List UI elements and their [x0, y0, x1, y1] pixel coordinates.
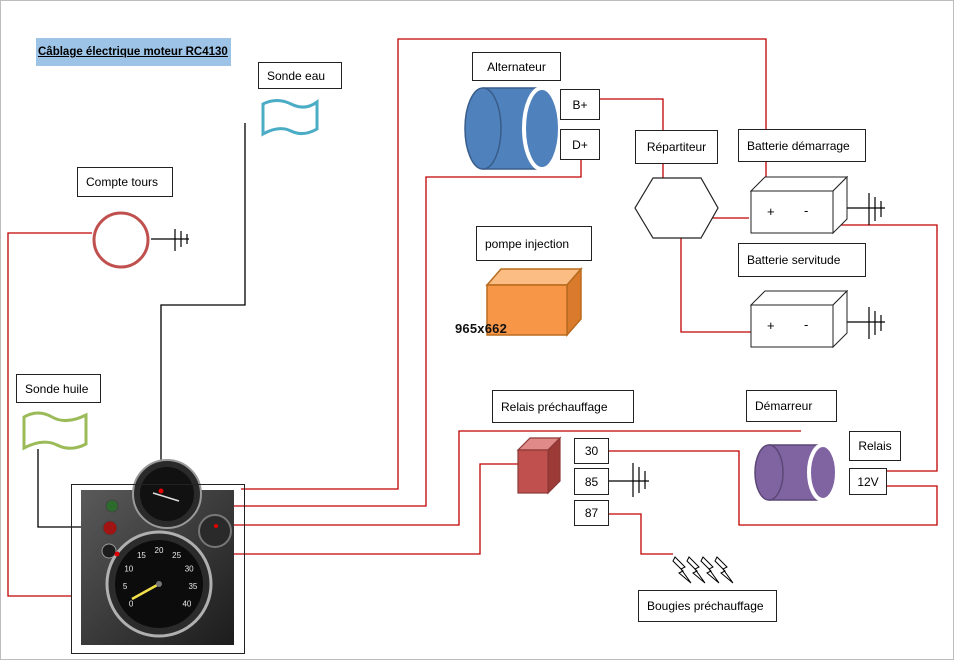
ground-symbol — [847, 193, 885, 225]
pompe-injection-cube — [485, 267, 583, 337]
wire-rep-batt-serv — [680, 218, 769, 333]
terminal-85: 85 — [574, 468, 609, 495]
ground-symbol — [151, 229, 189, 251]
sonde-eau-flag — [261, 99, 319, 137]
watermark-size: 965x662 — [455, 321, 508, 336]
battery-servitude-minus: - — [804, 317, 809, 332]
wire-compte-tours — [7, 232, 92, 597]
starter-cylinder — [754, 443, 839, 502]
relais-prechauffage-cube — [516, 436, 562, 495]
tacho-tick-label: 10 — [124, 564, 133, 573]
label-sonde-huile: Sonde huile — [16, 374, 101, 403]
compte-tours-ring — [92, 211, 150, 269]
wire-relay-coil — [113, 463, 519, 555]
tacho-tick-label: 30 — [185, 564, 194, 573]
tacho-tick-label: 40 — [182, 600, 191, 609]
tacho-tick-label: 20 — [155, 546, 164, 555]
page-title: Câblage électrique moteur RC4130 — [36, 38, 231, 66]
wire-87 — [609, 513, 673, 555]
glow-plug-icon — [672, 556, 734, 584]
label-demarreur: Démarreur — [746, 390, 837, 422]
sonde-huile-flag — [22, 411, 88, 451]
label-bougies-prechauffage: Bougies préchauffage — [638, 590, 777, 622]
wire-sonde-eau — [160, 123, 246, 491]
tacho-tick-label: 35 — [188, 582, 197, 591]
terminal-b-plus: B+ — [560, 89, 600, 120]
tacho-tick-label: 25 — [172, 551, 181, 560]
terminal-d-plus: D+ — [560, 129, 600, 160]
ground-symbol — [609, 463, 649, 497]
terminal-12v: 12V — [849, 468, 887, 495]
tacho-tick-labels: 05 10 15 20 25 30 35 40 — [123, 546, 198, 609]
battery-servitude-box — [749, 289, 849, 349]
tacho-tick-label: 15 — [137, 551, 146, 560]
battery-demarrage-plus: + — [767, 204, 775, 219]
label-repartiteur: Répartiteur — [635, 130, 718, 164]
battery-demarrage-minus: - — [804, 203, 809, 218]
label-batterie-demarrage: Batterie démarrage — [738, 129, 866, 162]
ground-symbol — [847, 307, 885, 339]
label-sonde-eau: Sonde eau — [258, 62, 342, 89]
tacho-tick-label: 5 — [123, 582, 128, 591]
tacho-tick-label: 0 — [129, 600, 134, 609]
alternator-cylinder — [464, 86, 562, 171]
wire-d-plus — [161, 160, 582, 507]
label-relais-prechauffage: Relais préchauffage — [492, 390, 634, 423]
label-pompe-injection: pompe injection — [476, 226, 592, 261]
battery-demarrage-box — [749, 175, 849, 235]
label-batterie-servitude: Batterie servitude — [738, 243, 866, 277]
wire-batt-relais — [833, 224, 938, 472]
label-alternateur: Alternateur — [472, 52, 561, 81]
label-relais: Relais — [849, 431, 901, 461]
repartiteur-hexagon — [634, 177, 719, 239]
dashboard-frame — [71, 484, 245, 654]
wire-30 — [609, 450, 938, 526]
label-compte-tours: Compte tours — [77, 167, 173, 197]
wire-relais-preheat-in — [216, 430, 801, 526]
terminal-87: 87 — [574, 500, 609, 526]
dashboard-photo — [81, 459, 234, 645]
battery-servitude-plus: + — [767, 318, 775, 333]
terminal-30: 30 — [574, 438, 609, 464]
